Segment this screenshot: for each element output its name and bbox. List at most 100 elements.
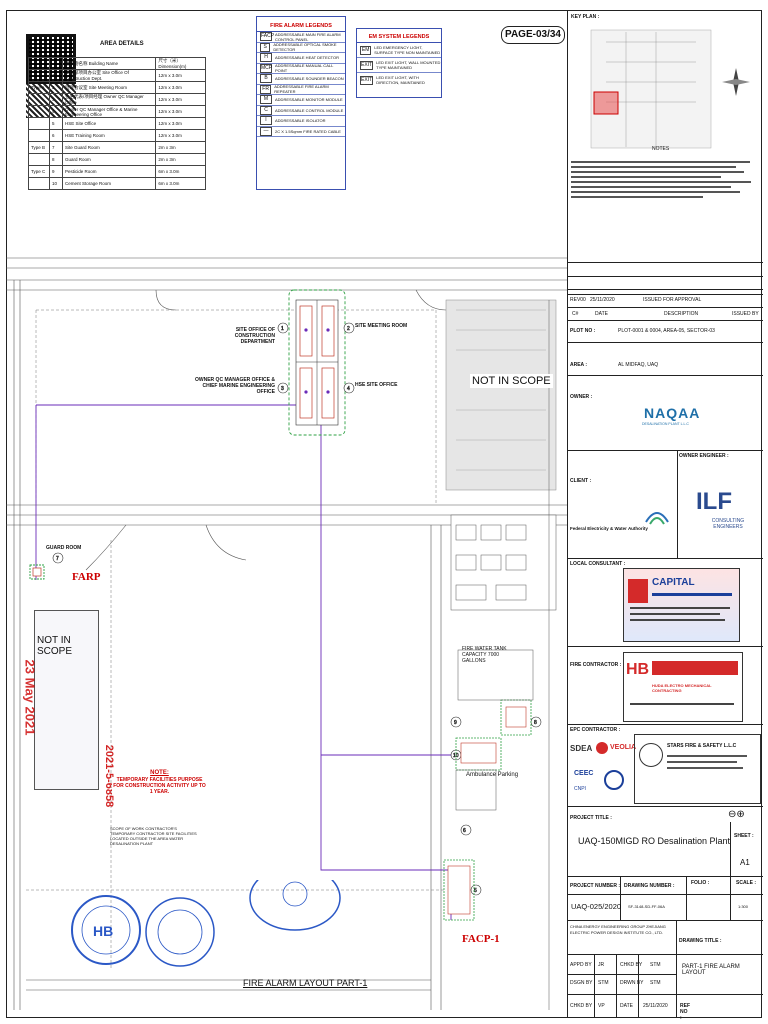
key-plan-title: KEY PLAN :	[571, 14, 600, 20]
label-site-office: SITE OFFICE OF CONSTRUCTION DEPARTMENT	[234, 327, 275, 345]
svg-text:6: 6	[463, 828, 466, 834]
epc-logo-veolia: VEOLIA	[610, 744, 637, 751]
project-title-label: PROJECT TITLE :	[570, 815, 612, 821]
title-block: KEY PLAN : NOTES REV00 25/11/2020 ISSUED…	[567, 10, 763, 1021]
notes-title: NOTES	[652, 146, 670, 152]
plot-value: PLOT-0001 & 0004, AREA-05, SECTOR-03	[618, 328, 715, 334]
veolia-icon	[596, 742, 608, 754]
svg-text:5: 5	[474, 888, 477, 894]
stars-name: STARS FIRE & SAFETY L.L.C	[667, 743, 737, 749]
not-in-scope-box: NOT IN SCOPE	[34, 610, 99, 790]
folio-label: FOLIO :	[691, 880, 710, 886]
settings-icon: ⊖⊕	[728, 809, 745, 820]
key-plan-drawing	[590, 29, 750, 149]
approval-stamps: HB	[71, 880, 341, 967]
epc-logo-sdea: SDEA	[570, 744, 593, 753]
owner-logo: NAQAA	[644, 405, 701, 421]
svg-text:8: 8	[534, 720, 537, 726]
cnpi-icon	[604, 770, 624, 790]
note-title: NOTE:	[150, 770, 169, 776]
facp-label: FACP-1	[462, 933, 500, 945]
page-badge: PAGE-03/34	[501, 26, 565, 44]
label-guard-room: GUARD ROOM	[46, 545, 82, 551]
not-in-scope-label-2: NOT IN SCOPE	[37, 635, 73, 657]
local-consultant-label: LOCAL CONSULTANT :	[570, 561, 626, 567]
label-fire-water: FIRE WATER TANK CAPACITY 7000 GALLONS	[462, 646, 507, 664]
epc-label: EPC CONTRACTOR :	[570, 727, 621, 733]
scale-label: SCALE :	[736, 880, 756, 886]
area-label: AREA :	[570, 362, 588, 368]
north-arrow-icon	[722, 68, 750, 96]
label-hse-office: HSE SITE OFFICE	[355, 382, 398, 388]
drawing-title-label: DRAWING TITLE :	[679, 938, 722, 944]
area-header-name: 建筑物名称 Building Name	[61, 57, 157, 70]
note-text: TEMPORARY FACILITIES PURPOSE FOR CONSTRU…	[112, 777, 207, 795]
fire-alarm-legend-title: FIRE ALARM LEGENDS	[257, 17, 345, 32]
svg-text:4: 4	[347, 386, 350, 392]
rev-desc: ISSUED FOR APPROVAL	[643, 297, 702, 303]
site-plan: 1 2 3 4 7 8 9 10 6 5 FARP FACP-1	[6, 257, 567, 1010]
label-meeting-room: SITE MEETING ROOM	[355, 323, 408, 329]
consultant-logo: ILF	[696, 488, 732, 515]
fire-contractor-sub: HUDA ELECTRO MECHANICAL CONTRACTING	[652, 683, 712, 693]
rev-header-c: C#	[572, 311, 579, 317]
scale-value: 1:300	[738, 904, 749, 909]
owner-sub: DESALINATION PLANT L.L.C	[642, 422, 689, 426]
fewa-logo	[645, 512, 669, 525]
epc-logo-cnpi: CNPI	[574, 786, 586, 792]
local-consultant-name: CAPITAL	[652, 577, 695, 588]
designer: CHINA ENERGY ENGINEERING GROUP ZHEJIANG …	[570, 924, 666, 935]
drawing-frame	[6, 10, 762, 1018]
area-header-dim: 尺寸（米）Dimension(m)	[155, 57, 206, 70]
farp-label: FARP	[72, 571, 101, 583]
label-ambulance: Ambulance Parking	[466, 772, 519, 778]
note-box: NOTE: TEMPORARY FACILITIES PURPOSE FOR C…	[112, 770, 207, 795]
owner-engineer-label: OWNER ENGINEER :	[679, 453, 729, 459]
consultant-sub: CONSULTING ENGINEERS	[711, 518, 745, 530]
svg-text:HB: HB	[93, 923, 113, 939]
not-in-scope-hatch	[445, 299, 557, 491]
notes-text	[571, 158, 759, 238]
drawing-number-label: DRAWING NUMBER :	[624, 883, 675, 889]
project-number-label: PROJECT NUMBER :	[570, 883, 621, 889]
scope-text: SCOPE OF WORK CONTRACTOR'S TEMPORARY CON…	[110, 826, 197, 846]
lower-containers	[443, 649, 534, 921]
site-boundary	[6, 257, 567, 1010]
sheet-label: SHEET :	[734, 833, 754, 839]
project-title: UAQ-150MIGD RO Desalination Plant	[578, 836, 731, 846]
sheet-value: A1	[740, 858, 750, 867]
stamp-date: 23 May 2021	[22, 659, 38, 736]
stars-logo: STARS FIRE & SAFETY L.L.C	[634, 734, 761, 804]
client-name: Federal Electricity & Water Authority	[570, 526, 648, 531]
drawing-caption: FIRE ALARM LAYOUT PART-1	[243, 978, 368, 988]
drawing-title: PART-1 FIRE ALARM LAYOUT	[682, 964, 740, 976]
guard-room-block	[29, 564, 45, 580]
em-legend-title: EM SYSTEM LEGENDS	[357, 29, 441, 43]
plot-label: PLOT NO :	[570, 328, 596, 334]
area-value: AL MIDFAQ, UAQ	[618, 362, 659, 368]
fire-contractor-label: FIRE CONTRACTOR :	[570, 662, 622, 668]
fire-contractor-name: HB	[626, 661, 650, 678]
sheet-label-wrap: SHEET :	[734, 824, 754, 842]
site-office-block	[288, 289, 346, 436]
svg-text:3: 3	[281, 386, 284, 392]
label-owner-qc: OWNER QC MANAGER OFFICE & CHIEF MARINE E…	[195, 377, 275, 395]
rev-header-date: DATE	[595, 311, 608, 317]
